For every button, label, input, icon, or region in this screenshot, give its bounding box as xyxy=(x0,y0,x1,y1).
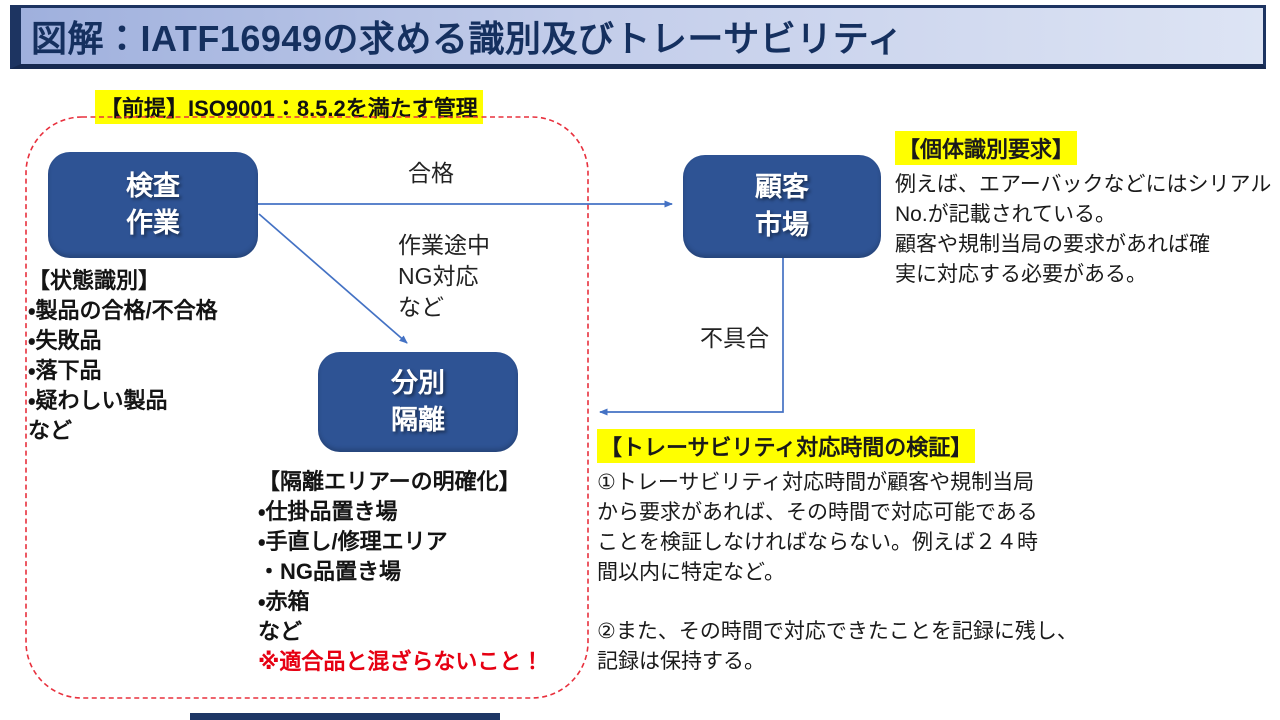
individual-id-heading: 【個体識別要求】 xyxy=(895,131,1078,165)
node-customer-market: 顧客 市場 xyxy=(683,155,881,258)
list-item: ・落下品 xyxy=(28,358,102,383)
list-item: ・手直し/修理エリア xyxy=(258,529,448,554)
edge-label-pass: 合格 xyxy=(408,160,454,186)
bottom-accent-bar xyxy=(190,713,500,720)
list-item: ・仕掛品置き場 xyxy=(258,499,398,524)
title-bar: 図解：IATF16949の求める識別及びトレーサビリティ xyxy=(10,5,1266,69)
node-segregation-isolation: 分別 隔離 xyxy=(318,352,518,452)
list-item: ・失敗品 xyxy=(28,328,102,353)
isolation-area-block: 【隔離エリアーの明確化】 ・仕掛品置き場 ・手直し/修理エリア ・NG品置き場 … xyxy=(258,467,543,677)
edge-label-defect: 不具合 xyxy=(700,325,769,351)
list-item: など xyxy=(28,418,73,443)
edge-label-ng: 作業途中 NG対応 など xyxy=(398,232,490,320)
list-item: ・製品の合格/不合格 xyxy=(28,298,218,323)
traceability-para2: ②また、その時間で対応できたことを記録に残し、 記録は保持する。 xyxy=(597,620,1078,673)
ng-arrow xyxy=(258,213,408,344)
isolation-heading: 【隔離エリアーの明確化】 xyxy=(258,469,521,494)
individual-id-note: 【個体識別要求】 例えば、エアーバックなどにはシリアル No.が記載されている。… xyxy=(895,131,1280,290)
traceability-para1: ①トレーサビリティ対応時間が顧客や規制当局 から要求があれば、その時間で対応可能… xyxy=(597,471,1038,584)
node-inspection-work: 検査 作業 xyxy=(48,152,258,258)
traceability-note: 【トレーサビリティ対応時間の検証】 ①トレーサビリティ対応時間が顧客や規制当局 … xyxy=(597,429,1087,677)
premise-label: 【前提】ISO9001：8.5.2を満たす管理 xyxy=(95,90,483,124)
list-item: ・疑わしい製品 xyxy=(28,388,168,413)
status-identification-block: 【状態識別】 ・製品の合格/不合格 ・失敗品 ・落下品 ・疑わしい製品 など xyxy=(28,266,218,446)
traceability-heading: 【トレーサビリティ対応時間の検証】 xyxy=(597,429,976,463)
list-item: ・赤箱 xyxy=(258,589,310,614)
individual-id-body: 例えば、エアーバックなどにはシリアル No.が記載されている。 顧客や規制当局の… xyxy=(895,173,1272,286)
list-item: など xyxy=(258,619,303,644)
page-title: 図解：IATF16949の求める識別及びトレーサビリティ xyxy=(31,18,904,59)
status-heading: 【状態識別】 xyxy=(28,268,161,293)
mixing-warning: ※適合品と混ざらないこと！ xyxy=(258,649,544,674)
list-item: ・NG品置き場 xyxy=(258,559,402,584)
